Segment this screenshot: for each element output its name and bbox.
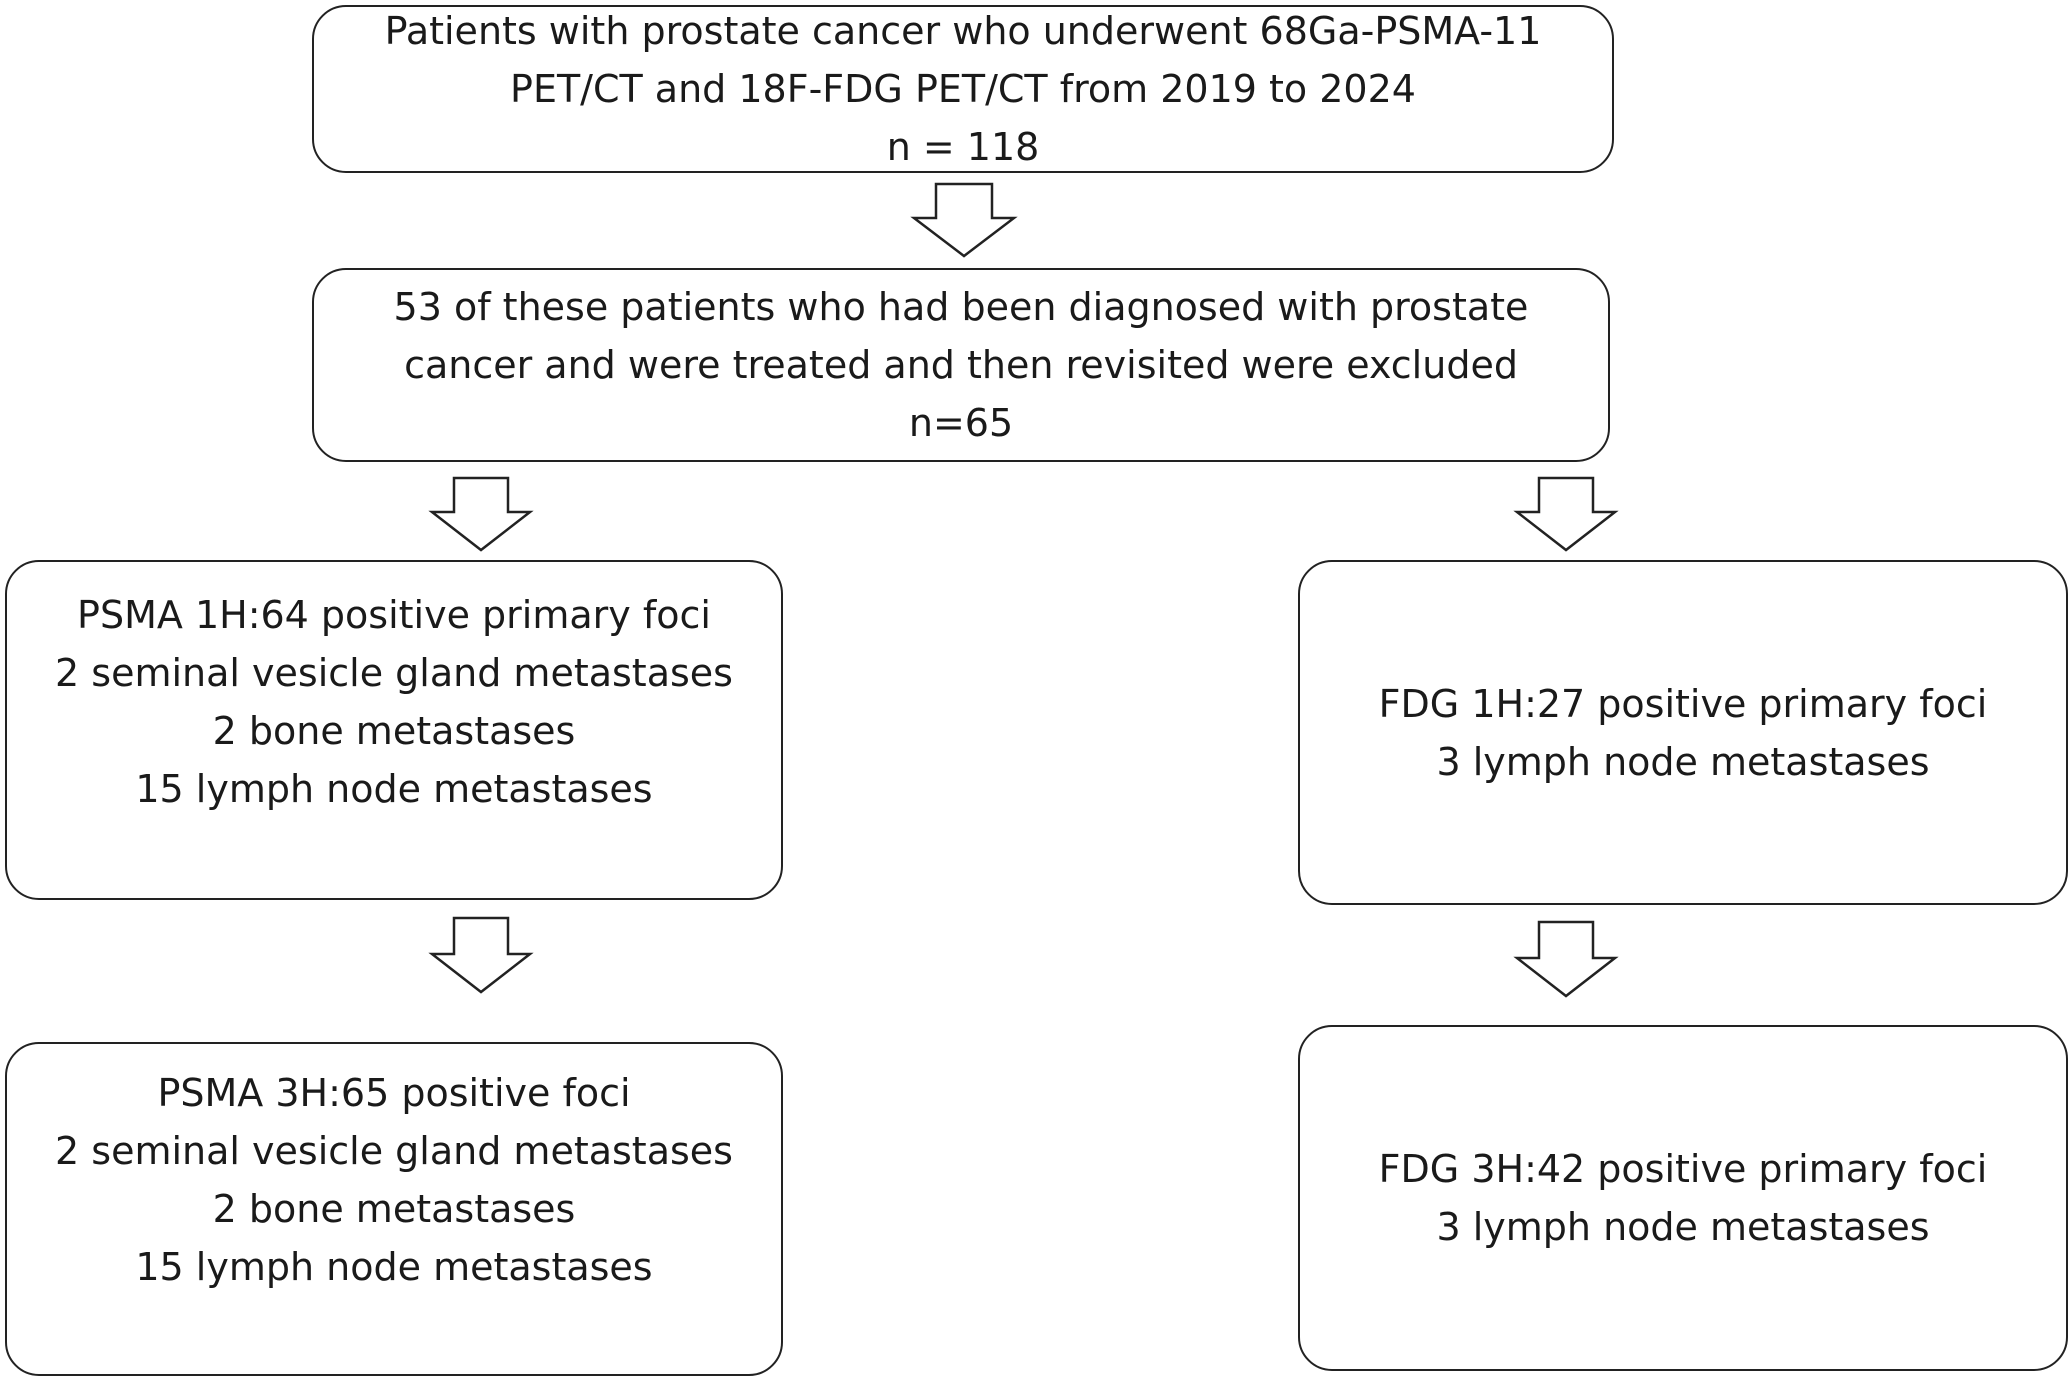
box-psma-3h-line-4: 15 lymph node metastases <box>135 1245 653 1289</box>
box-fdg-1h: FDG 1H:27 positive primary foci 3 lymph … <box>1298 560 2068 905</box>
box-fdg-1h-line-2: 3 lymph node metastases <box>1436 739 1930 784</box>
box-excluded: 53 of these patients who had been diagno… <box>312 268 1610 462</box>
box-psma-1h: PSMA 1H:64 positive primary foci 2 semin… <box>5 560 783 900</box>
box-start-line-3: n = 118 <box>886 125 1040 169</box>
box-psma-3h: PSMA 3H:65 positive foci 2 seminal vesic… <box>5 1042 783 1376</box>
arrow-down-icon-5 <box>1513 920 1619 998</box>
box-excluded-line-2: cancer and were treated and then revisit… <box>404 343 1518 387</box>
box-start-line-2: PET/CT and 18F-FDG PET/CT from 2019 to 2… <box>510 67 1416 111</box>
box-fdg-3h-line-1: FDG 3H:42 positive primary foci <box>1378 1147 1988 1191</box>
box-psma-1h-line-2: 2 seminal vesicle gland metastases <box>55 651 733 695</box>
box-psma-3h-line-3: 2 bone metastases <box>212 1187 576 1231</box>
box-psma-1h-line-1: PSMA 1H:64 positive primary foci <box>77 593 711 637</box>
box-psma-3h-line-2: 2 seminal vesicle gland metastases <box>55 1129 733 1173</box>
box-fdg-1h-line-1: FDG 1H:27 positive primary foci <box>1378 681 1988 726</box>
box-psma-1h-line-4: 15 lymph node metastases <box>135 767 653 811</box>
box-start-line-1: Patients with prostate cancer who underw… <box>384 9 1542 53</box>
box-psma-3h-line-1: PSMA 3H:65 positive foci <box>157 1071 631 1115</box>
arrow-down-icon-2 <box>428 476 534 552</box>
box-psma-1h-line-3: 2 bone metastases <box>212 709 576 753</box>
box-fdg-3h-line-2: 3 lymph node metastases <box>1436 1205 1930 1249</box>
arrow-down-icon-3 <box>1513 476 1619 552</box>
box-excluded-line-3: n=65 <box>908 401 1014 445</box>
box-fdg-3h: FDG 3H:42 positive primary foci 3 lymph … <box>1298 1025 2068 1371</box>
box-excluded-line-1: 53 of these patients who had been diagno… <box>393 285 1529 329</box>
arrow-down-icon-4 <box>428 916 534 994</box>
arrow-down-icon-1 <box>910 182 1018 258</box>
box-start: Patients with prostate cancer who underw… <box>312 5 1614 173</box>
